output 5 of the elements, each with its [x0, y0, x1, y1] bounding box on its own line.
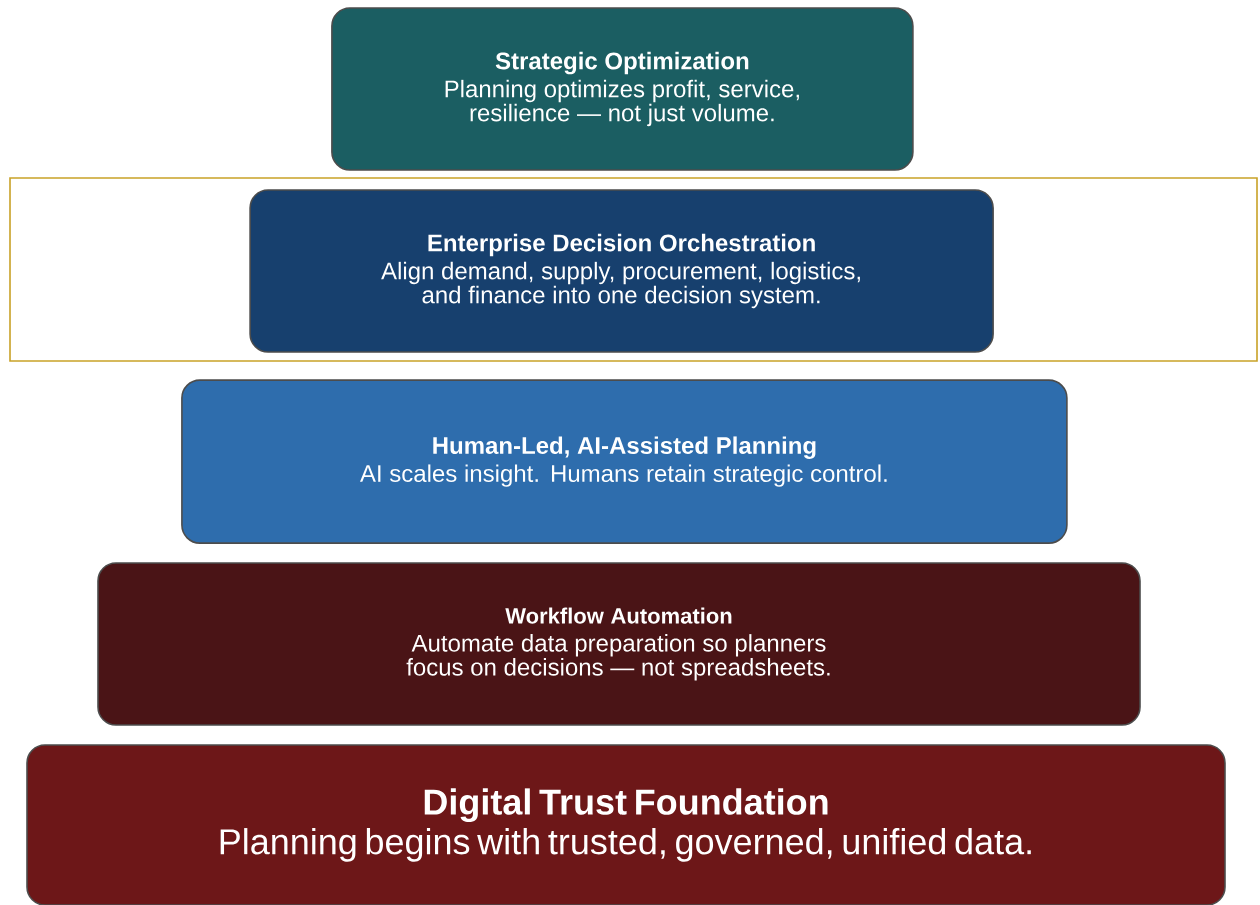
tier-box: Enterprise Decision Orchestration Align demand, supply, procurement, logistics, and finance into one decision system. — [249, 189, 994, 353]
tier-box: Workflow Automation Automate data preparation so planners focus on decisions — not spreadsheets. — [97, 562, 1141, 726]
tier-box: Digital Trust Foundation Planning begins with trusted, governed, unified data. — [26, 744, 1226, 905]
tier-box: Strategic Optimization Planning optimizes profit, service, resilience — not just volume. — [331, 7, 914, 171]
tier-box: Human-Led, AI-Assisted Planning AI scales insight. Humans retain strategic control. — [181, 379, 1068, 544]
